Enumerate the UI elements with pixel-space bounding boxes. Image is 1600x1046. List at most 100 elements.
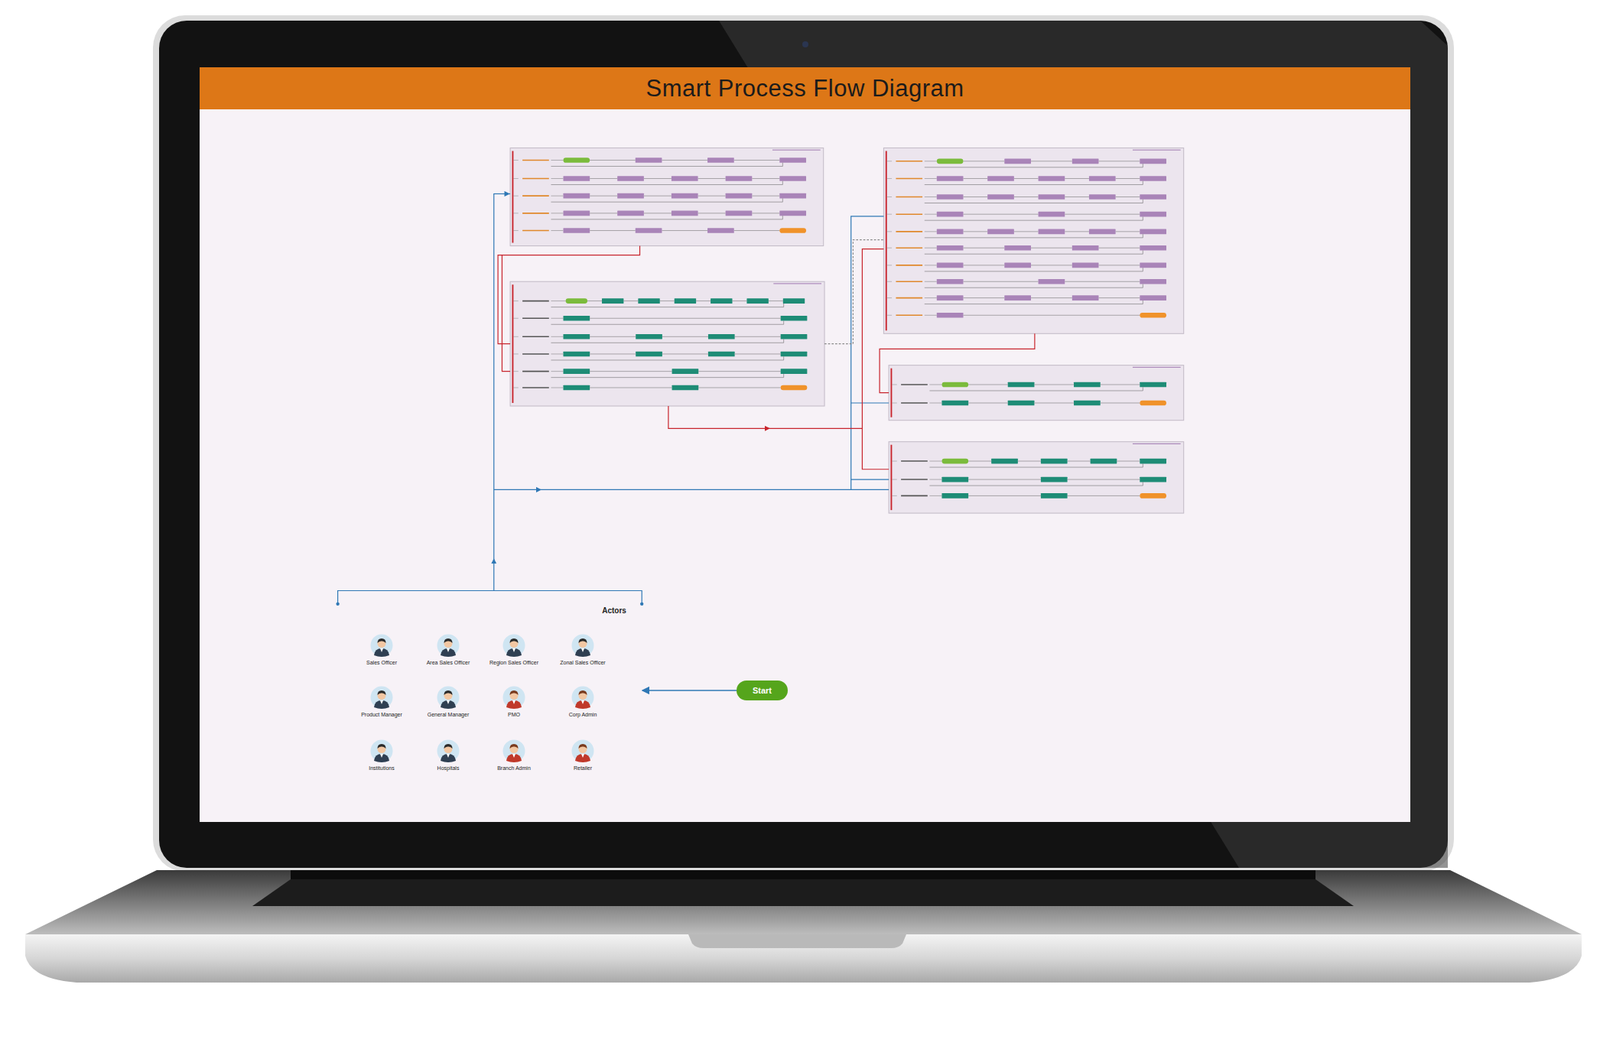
step-link bbox=[962, 247, 1005, 249]
step-link bbox=[698, 178, 726, 179]
step-link bbox=[698, 212, 726, 214]
step-box bbox=[671, 193, 699, 199]
lane-line bbox=[929, 403, 942, 404]
step-box bbox=[708, 334, 735, 340]
step-link bbox=[768, 300, 784, 302]
step-link bbox=[589, 195, 618, 197]
step-link bbox=[1064, 281, 1140, 283]
diagram-title: Smart Process Flow Diagram bbox=[645, 74, 964, 103]
lane-marker bbox=[522, 178, 550, 180]
flow-connector bbox=[642, 689, 737, 691]
step-link bbox=[1098, 264, 1140, 266]
step-box bbox=[562, 175, 590, 182]
icon-hair bbox=[510, 744, 519, 749]
lane-line bbox=[929, 495, 942, 497]
icon-hair bbox=[510, 638, 519, 644]
step-box bbox=[562, 157, 590, 163]
lane-line bbox=[924, 230, 937, 232]
step-link bbox=[968, 383, 1009, 385]
process-panel bbox=[888, 442, 1184, 514]
lane-line bbox=[924, 178, 937, 179]
lane-line bbox=[924, 264, 937, 266]
lane-marker bbox=[522, 212, 550, 215]
step-box bbox=[1090, 458, 1118, 465]
actor-card: Institutions bbox=[344, 739, 420, 771]
step-box bbox=[1139, 477, 1167, 483]
lane-marker bbox=[895, 264, 923, 267]
lane-tick bbox=[886, 160, 892, 162]
icon-disc bbox=[370, 686, 394, 709]
hinge bbox=[290, 870, 1316, 880]
step-box bbox=[780, 315, 808, 322]
icon-collar bbox=[446, 754, 450, 758]
lane-line bbox=[550, 353, 563, 355]
step-link bbox=[1098, 160, 1140, 162]
step-box bbox=[936, 279, 964, 285]
trackpad-notch bbox=[688, 934, 907, 949]
step-box bbox=[1004, 295, 1031, 301]
step-box bbox=[1004, 245, 1031, 251]
lane-bar bbox=[512, 150, 514, 243]
laptop-base bbox=[25, 934, 1582, 983]
icon-hair bbox=[510, 690, 519, 696]
lane-line bbox=[924, 315, 937, 316]
step-box bbox=[617, 175, 644, 182]
panel-tag-line bbox=[772, 149, 821, 151]
actor-label: Hospitals bbox=[410, 765, 486, 771]
step-link bbox=[962, 297, 1005, 299]
step-box bbox=[941, 382, 969, 388]
icon-collar bbox=[380, 700, 384, 705]
lane-line bbox=[550, 212, 563, 214]
step-box bbox=[707, 227, 735, 234]
lane-marker bbox=[895, 178, 923, 180]
step-box bbox=[1139, 158, 1167, 164]
icon-head bbox=[510, 744, 519, 754]
step-box bbox=[779, 227, 807, 234]
lane-marker bbox=[895, 230, 923, 233]
step-box bbox=[1038, 229, 1066, 235]
icon-disc bbox=[370, 634, 394, 657]
step-link bbox=[962, 178, 988, 179]
icon-collar bbox=[581, 754, 585, 758]
lane-line bbox=[550, 195, 563, 197]
screen bbox=[199, 67, 1411, 823]
icon-hair bbox=[578, 690, 588, 696]
step-link bbox=[734, 353, 781, 355]
step-link bbox=[1030, 247, 1073, 249]
return-link bbox=[929, 463, 1143, 468]
icon-body bbox=[575, 754, 591, 763]
step-link bbox=[962, 230, 988, 232]
actor-card: Corp Admin bbox=[545, 686, 621, 718]
icon-hair bbox=[377, 638, 387, 644]
step-box bbox=[562, 315, 590, 322]
step-box bbox=[1139, 295, 1167, 301]
step-box bbox=[1038, 279, 1066, 285]
step-box bbox=[562, 211, 590, 217]
step-box bbox=[562, 351, 590, 358]
lane-tick bbox=[886, 196, 892, 198]
icon-head bbox=[444, 639, 453, 648]
lane-marker bbox=[895, 280, 923, 283]
step-link bbox=[731, 300, 747, 302]
actor-card: Branch Admin bbox=[476, 739, 552, 771]
step-box bbox=[672, 368, 700, 374]
step-box bbox=[562, 227, 590, 234]
step-box bbox=[1004, 158, 1031, 164]
actor-card: Retailer bbox=[545, 739, 621, 771]
step-link bbox=[695, 300, 711, 302]
icon-hair bbox=[377, 690, 387, 696]
panel-frame bbox=[883, 147, 1184, 334]
lane-marker bbox=[522, 159, 550, 162]
lane-tick bbox=[513, 230, 519, 231]
lane-tick bbox=[513, 353, 519, 355]
step-link bbox=[962, 196, 988, 198]
actor-card: PMO bbox=[476, 686, 552, 718]
step-box bbox=[562, 193, 590, 199]
step-box bbox=[1089, 194, 1116, 200]
webcam bbox=[802, 41, 809, 48]
icon-disc bbox=[437, 740, 460, 763]
return-link bbox=[550, 339, 784, 344]
lane-tick bbox=[513, 370, 519, 372]
icon-body bbox=[373, 648, 390, 657]
